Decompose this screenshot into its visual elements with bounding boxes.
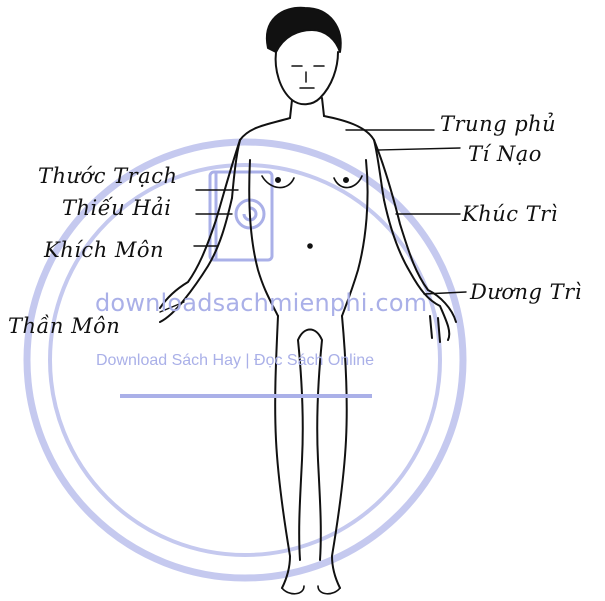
hair	[267, 8, 341, 52]
label-khich-mon: Khích Môn	[44, 238, 164, 262]
label-than-mon: Thần Môn	[8, 314, 120, 338]
label-thuoc-trach: Thước Trạch	[38, 164, 178, 188]
watermark-tagline: Download Sách Hay | Đọc Sách Online	[96, 352, 374, 370]
label-trung-phu: Trung phủ	[440, 112, 556, 136]
feet	[282, 586, 340, 594]
label-thieu-hai: Thiếu Hải	[62, 196, 171, 220]
watermark-underline	[120, 394, 372, 398]
watermark-url: downloadsachmienphi.com	[95, 289, 427, 317]
leader-lines	[160, 130, 466, 312]
label-ti-nao: Tí Nạo	[468, 142, 542, 166]
leader-ti-nao	[378, 148, 460, 150]
face	[276, 52, 338, 104]
label-duong-tri: Dương Trì	[470, 280, 582, 304]
label-khuc-tri: Khúc Trì	[462, 202, 558, 226]
torso-outline	[232, 116, 384, 316]
